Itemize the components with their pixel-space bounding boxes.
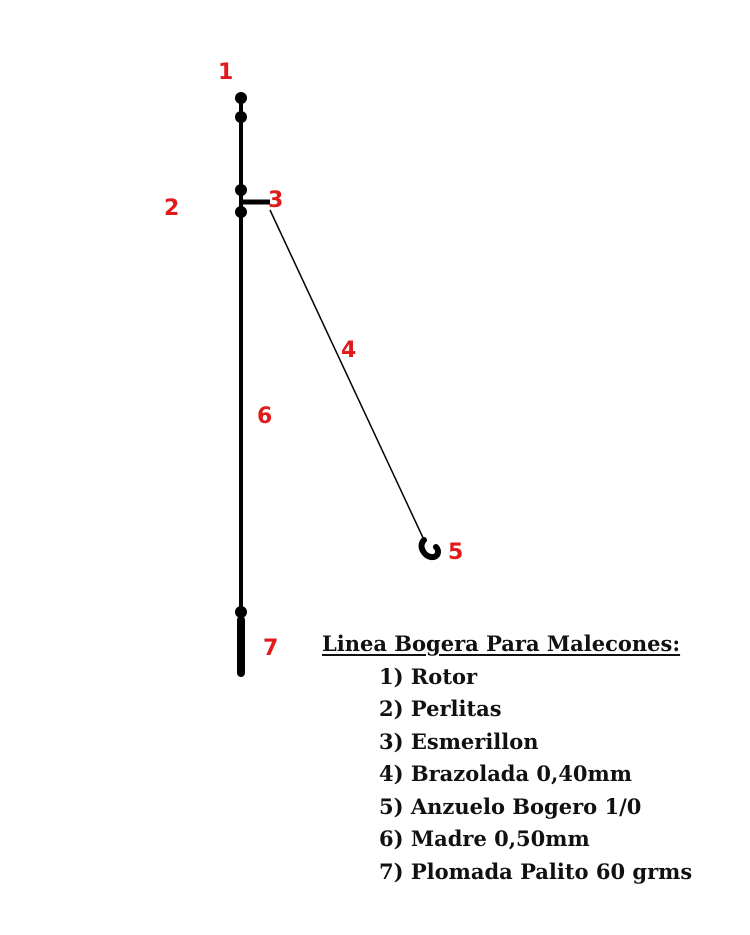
bead-lower <box>235 206 247 218</box>
bead-upper <box>235 184 247 196</box>
label-6: 6 <box>257 404 273 429</box>
legend-item-rotor: 1) Rotor <box>379 663 478 689</box>
legend-item-madre: 6) Madre 0,50mm <box>379 826 590 851</box>
hook-icon <box>418 537 442 561</box>
legend-list: 1) Rotor 2) Perlitas 3) Esmerillon 4) Br… <box>322 661 747 889</box>
legend: Linea Bogera Para Malecones: 1) Rotor 2)… <box>322 628 747 888</box>
rotor-bead-top <box>235 92 247 104</box>
label-2: 2 <box>164 196 180 221</box>
legend-title: Linea Bogera Para Malecones: <box>322 631 681 656</box>
sinker-bead <box>235 606 247 618</box>
legend-item-anzuelo: 5) Anzuelo Bogero 1/0 <box>379 793 642 819</box>
label-7: 7 <box>263 636 279 661</box>
label-5: 5 <box>448 540 464 565</box>
legend-item-perlitas: 2) Perlitas <box>379 696 502 721</box>
legend-item-plomada: 7) Plomada Palito 60 grms <box>379 858 693 884</box>
rotor-bead-bottom <box>235 111 247 123</box>
dropper-line <box>269 209 426 543</box>
label-1: 1 <box>218 60 234 85</box>
legend-item-brazolada: 4) Brazolada 0,40mm <box>379 761 632 786</box>
legend-item-esmerillon: 3) Esmerillon <box>379 728 539 754</box>
label-4: 4 <box>341 338 357 363</box>
label-3: 3 <box>268 188 284 213</box>
